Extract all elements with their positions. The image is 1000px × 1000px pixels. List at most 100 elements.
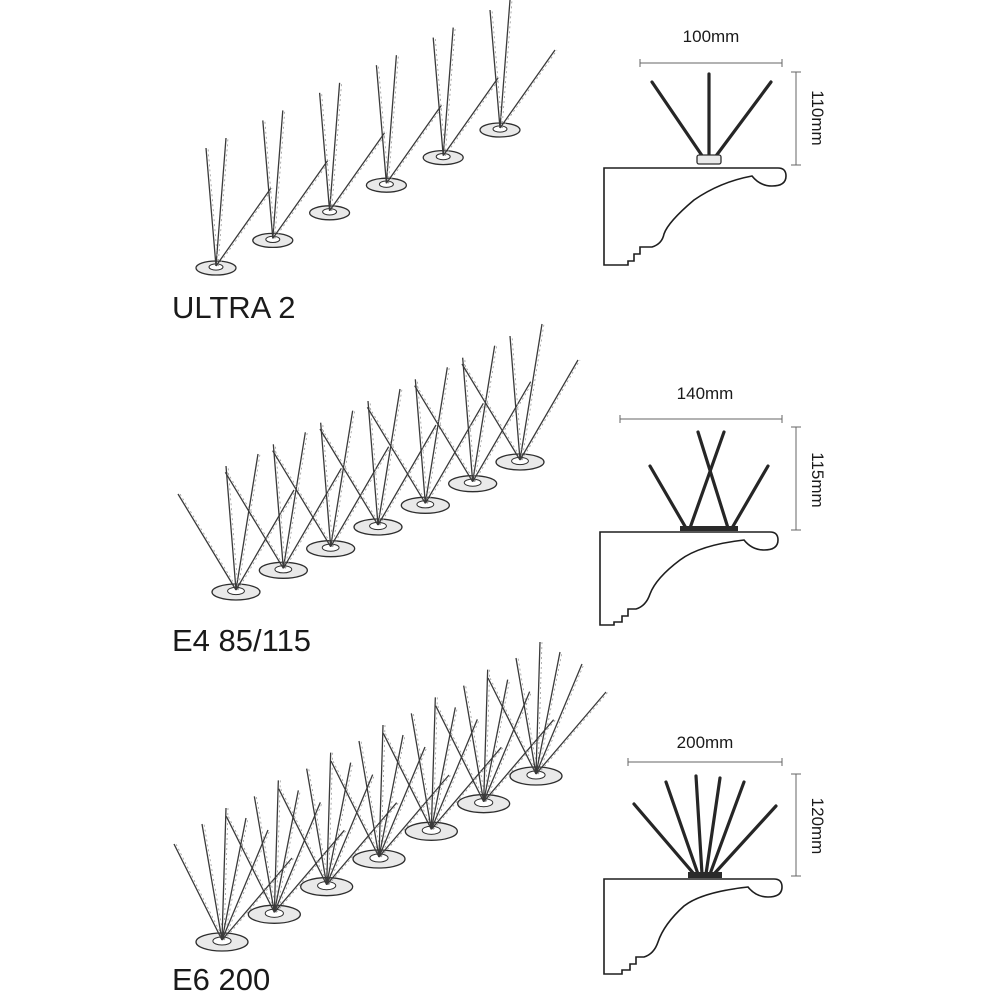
spike-rod xyxy=(463,685,485,802)
ultra2-height-label: 110mm xyxy=(808,90,827,145)
spike-rod xyxy=(377,388,401,526)
spike-rod xyxy=(509,335,521,461)
spike-rod xyxy=(378,746,426,858)
spike-rod xyxy=(320,422,332,547)
ultra2-label: ULTRA 2 xyxy=(172,290,295,325)
spike-rod xyxy=(424,367,448,504)
e6-label: E6 200 xyxy=(172,962,270,997)
spike-rod xyxy=(535,663,583,775)
ultra2-width-label: 100mm xyxy=(683,27,740,46)
spike-rod xyxy=(224,471,284,569)
e4-spike-strip xyxy=(177,323,581,601)
spike-rod xyxy=(499,49,556,129)
spike-rod xyxy=(330,760,380,858)
spike-rod xyxy=(358,740,380,858)
spike-rod xyxy=(273,780,279,913)
spike-rod xyxy=(385,104,442,184)
spike-rod xyxy=(483,669,489,802)
e6-width-label: 200mm xyxy=(677,733,734,752)
spike-rod xyxy=(272,450,332,548)
spike-rod xyxy=(272,110,284,239)
spike-rod xyxy=(262,120,274,239)
spike-rod xyxy=(318,92,331,211)
spike-rod xyxy=(472,345,496,482)
spike-rod xyxy=(489,9,501,129)
spike-rod xyxy=(499,0,511,129)
spike-rod xyxy=(435,705,485,802)
spike-rod xyxy=(328,82,341,211)
spike-rod xyxy=(378,724,384,858)
spike-rod xyxy=(319,428,379,526)
spike-rod xyxy=(282,468,342,569)
spike-rod xyxy=(375,65,388,184)
spike-rod xyxy=(483,719,555,803)
ultra2-spikes-end xyxy=(650,72,773,165)
e4-label: E4 85/115 xyxy=(172,623,311,658)
spike-rod xyxy=(253,796,275,913)
spike-rod xyxy=(330,410,354,547)
spike-rod xyxy=(326,802,398,886)
spike-rod xyxy=(215,137,227,267)
spike-rod xyxy=(235,453,259,591)
spike-rod xyxy=(225,816,275,913)
spike-rod xyxy=(430,719,478,830)
spike-rod xyxy=(326,762,352,885)
spike-rod xyxy=(442,77,499,156)
spike-rod xyxy=(221,817,247,941)
spike-rod xyxy=(282,432,306,569)
spike-rod xyxy=(385,55,398,184)
spike-rod xyxy=(225,465,237,591)
spike-rod xyxy=(414,379,426,504)
spike-rod xyxy=(472,381,532,482)
spike-rod xyxy=(367,400,379,526)
spike-rod xyxy=(519,323,543,461)
spike-rod xyxy=(461,363,521,461)
spike-rod xyxy=(414,385,474,483)
spike-rod xyxy=(515,657,537,775)
spike-rod xyxy=(306,768,328,885)
e6-spike-strip xyxy=(173,641,609,952)
spike-rod xyxy=(432,37,444,156)
spike-rod xyxy=(366,406,426,504)
ultra2-end-view: 100mm 110mm xyxy=(603,27,827,266)
spike-rod xyxy=(424,403,484,504)
spike-rod xyxy=(272,444,284,569)
spike-rod xyxy=(326,774,374,885)
e4-end-view: 140mm 115mm xyxy=(599,384,827,626)
spike-rod xyxy=(483,691,531,802)
spike-rod xyxy=(329,132,386,212)
spike-rod xyxy=(535,641,541,775)
e4-spikes-end xyxy=(648,430,770,531)
e6-spikes-end xyxy=(632,774,778,878)
e4-width-label: 140mm xyxy=(677,384,734,403)
spike-rod xyxy=(273,802,321,913)
spike-rod xyxy=(221,807,227,941)
spike-rod xyxy=(272,160,329,239)
spike-rod xyxy=(235,489,295,591)
spike-rod xyxy=(378,774,450,858)
spike-rod xyxy=(377,424,437,526)
spike-rod xyxy=(378,734,404,858)
spike-rod xyxy=(215,187,272,267)
spike-rod xyxy=(487,677,537,775)
spike-rod xyxy=(273,790,299,913)
spike-rod xyxy=(519,359,579,461)
spike-rod xyxy=(535,691,607,775)
spike-rod xyxy=(221,829,269,941)
e6-ledge-profile xyxy=(603,878,783,975)
e4-height-label: 115mm xyxy=(808,452,827,507)
spike-rod xyxy=(205,147,217,267)
spike-rod xyxy=(330,446,390,547)
spike-rod xyxy=(430,697,436,830)
spike-rod xyxy=(483,679,509,802)
spike-rod xyxy=(201,823,223,941)
spike-rod xyxy=(410,713,432,830)
ultra2-spike-strip xyxy=(195,0,558,276)
e4-ledge-profile xyxy=(599,531,779,626)
spike-rod xyxy=(173,843,223,941)
spike-rod xyxy=(221,857,293,941)
spike-rod xyxy=(273,829,345,913)
spike-rod xyxy=(382,733,432,830)
spike-rod xyxy=(535,651,561,775)
ultra2-ledge-profile xyxy=(603,167,787,266)
